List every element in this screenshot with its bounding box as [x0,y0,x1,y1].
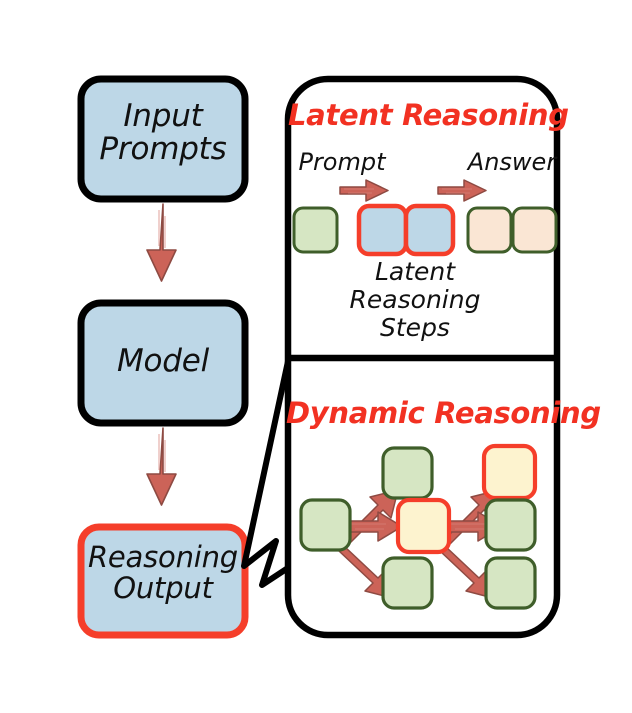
flow-node-model-label: Model [116,343,210,379]
dyn-node-dyn-root[interactable] [299,498,352,552]
flow-node-input-prompts-label: Input Prompts [99,98,227,168]
token-latent-token-1[interactable] [356,203,409,257]
flow-node-input-prompts[interactable] [77,75,249,203]
flow-node-reasoning-output[interactable] [77,523,249,639]
latent-arrow-prompt-to-latent [339,179,389,202]
flow-node-model[interactable] [77,299,249,427]
dyn-node-dyn-bot-1[interactable] [381,556,434,610]
flow-arrow-model-to-output [146,427,177,506]
flow-arrow-input-to-model [146,203,177,282]
flow-node-reasoning-output-label: Reasoning Output [87,540,239,606]
callout-tail [241,349,303,588]
token-answer-token-1[interactable] [466,206,513,254]
dyn-arrow-mid-1-to-bot-2 [439,545,494,599]
latent-label-answer: Answer [467,148,557,176]
token-latent-token-2[interactable] [403,203,456,257]
latent-label-steps: Latent Reasoning Steps [349,257,481,342]
latent-arrow-latent-to-answer [437,179,487,202]
dyn-node-dyn-bot-2[interactable] [484,556,537,610]
token-prompt-token[interactable] [292,206,339,254]
panel-title-dynamic-reasoning: Dynamic Reasoning [286,396,601,430]
dyn-node-dyn-mid-1[interactable] [395,497,452,555]
token-answer-token-2[interactable] [511,206,558,254]
dyn-node-dyn-top-1[interactable] [381,446,434,500]
latent-label-prompt: Prompt [298,148,386,176]
dyn-arrow-root-to-mid-1 [346,511,403,542]
dyn-arrow-root-to-bot-1 [338,545,393,599]
dyn-node-dyn-mid-2[interactable] [484,498,537,552]
dyn-node-dyn-top-2[interactable] [481,443,538,501]
panel-title-latent-reasoning: Latent Reasoning [288,98,569,132]
